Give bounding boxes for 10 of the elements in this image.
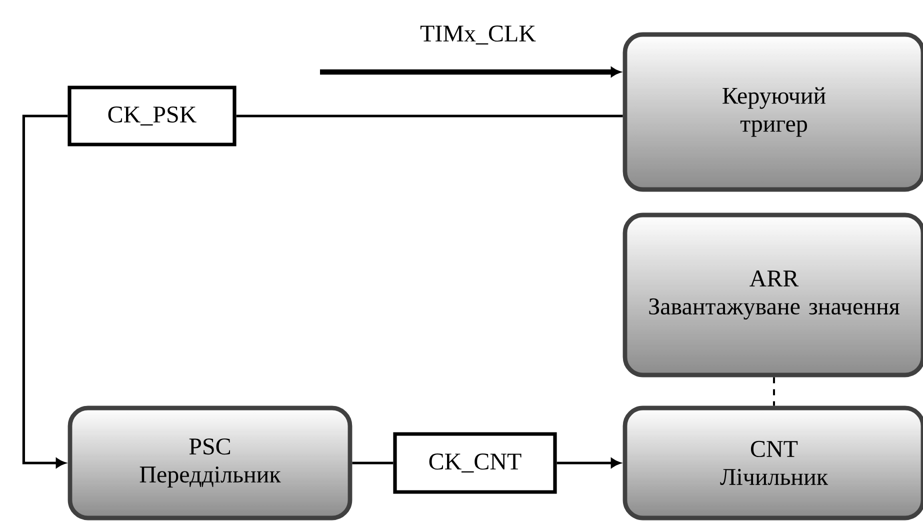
register-box: CK_PSK	[68, 86, 236, 146]
rounded-block: CNT Лічильник	[622, 406, 923, 520]
register-box: CK_CNT	[393, 432, 557, 494]
rounded-block: PSC Переддільник	[68, 406, 352, 520]
connector-arrow	[556, 458, 620, 468]
connector-arrow	[22, 114, 68, 468]
rounded-block: ARR Завантажуване значення	[622, 212, 923, 378]
rounded-block: Керуючий тригер	[622, 32, 923, 192]
edge-label: TIMx_CLK	[418, 24, 538, 46]
connector-arrow	[320, 67, 620, 77]
